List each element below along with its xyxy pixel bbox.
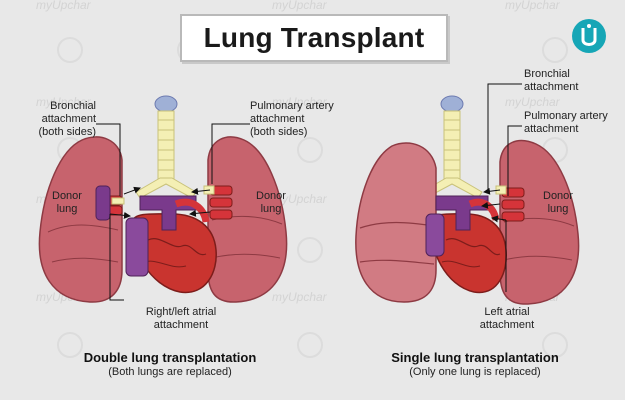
label-donor-lung-right: Donor lung	[543, 190, 573, 215]
donor-lung-left-2	[207, 136, 288, 303]
donor-lung-right	[499, 139, 580, 305]
watermark-text: myUpchar	[36, 95, 91, 109]
watermark-text: myUpchar	[272, 290, 327, 304]
watermark-text: myUpchar	[272, 192, 327, 206]
caption-single-title: Single lung transplantation	[391, 350, 559, 365]
watermark-text: myUpchar	[36, 0, 91, 12]
label-pulmonary-artery-attachment-left: Pulmonary artery attachment (both sides)	[250, 100, 334, 138]
native-lung-right	[355, 142, 437, 303]
label-donor-lung-left-1: Donor lung	[52, 190, 82, 215]
watermark-text: myUpchar	[505, 0, 560, 12]
caption-double-subtitle: (Both lungs are replaced)	[108, 366, 232, 378]
title-banner: Lung Transplant	[180, 14, 448, 62]
label-bronchial-attachment-right: Bronchial attachment	[524, 68, 579, 93]
logo-icon	[572, 19, 606, 53]
trachea-left	[135, 95, 197, 199]
label-atrial-attachment-left: Right/left atrial attachment	[145, 306, 217, 331]
caption-single-subtitle: (Only one lung is replaced)	[409, 366, 541, 378]
watermark-text: myUpchar	[272, 0, 327, 12]
pulmonary-artery-stub-left	[95, 185, 125, 221]
label-bronchial-attachment-left: Bronchial attachment (both sides)	[38, 100, 96, 138]
watermark-text: myUpchar	[272, 95, 327, 109]
watermark-text: myUpchar	[505, 95, 560, 109]
heart-left	[131, 213, 217, 294]
page-title: Lung Transplant	[203, 22, 425, 53]
label-atrial-attachment-right: Left atrial attachment	[479, 306, 535, 331]
vessels-left	[125, 195, 210, 277]
label-donor-lung-left-2: Donor lung	[256, 190, 286, 215]
caption-double-title: Double lung transplantation	[83, 350, 257, 365]
label-pulmonary-artery-attachment-right: Pulmonary artery attachment	[524, 110, 608, 135]
